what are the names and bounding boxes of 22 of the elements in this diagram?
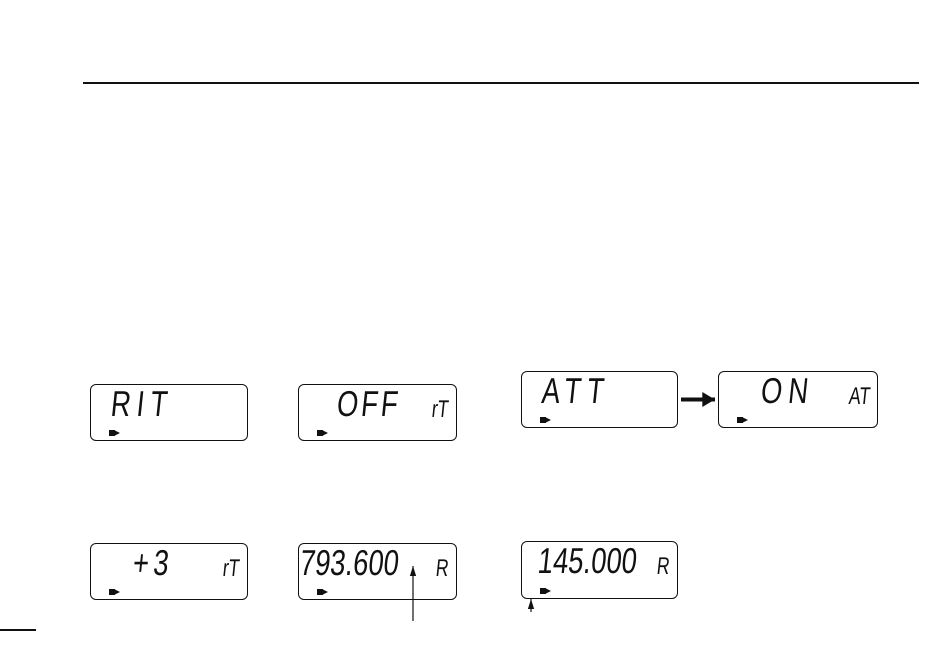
arrow <box>681 392 715 407</box>
display-readout: OFF <box>335 386 403 422</box>
lcd-display <box>521 541 678 599</box>
lcd-display <box>718 371 878 428</box>
lcd-display <box>521 371 678 428</box>
display-indicator: AT <box>847 384 871 408</box>
display-indicator: R <box>656 554 671 578</box>
lcd-display <box>90 384 248 441</box>
display-indicator: rT <box>430 397 450 422</box>
leader-arrow <box>410 566 416 621</box>
display-indicator: R <box>434 556 450 580</box>
display-readout: ATT <box>540 373 612 409</box>
lcd-display <box>298 543 457 600</box>
display-readout: RIT <box>109 386 176 422</box>
display-readout: +3 <box>131 545 176 581</box>
display-readout: 793.600 <box>298 545 401 581</box>
display-indicator: rT <box>222 556 241 580</box>
leader-arrow <box>528 599 534 612</box>
display-readout: 145.000 <box>536 543 639 579</box>
lcd-display <box>90 543 248 600</box>
display-readout: ON <box>759 373 816 409</box>
lcd-display <box>298 384 457 441</box>
